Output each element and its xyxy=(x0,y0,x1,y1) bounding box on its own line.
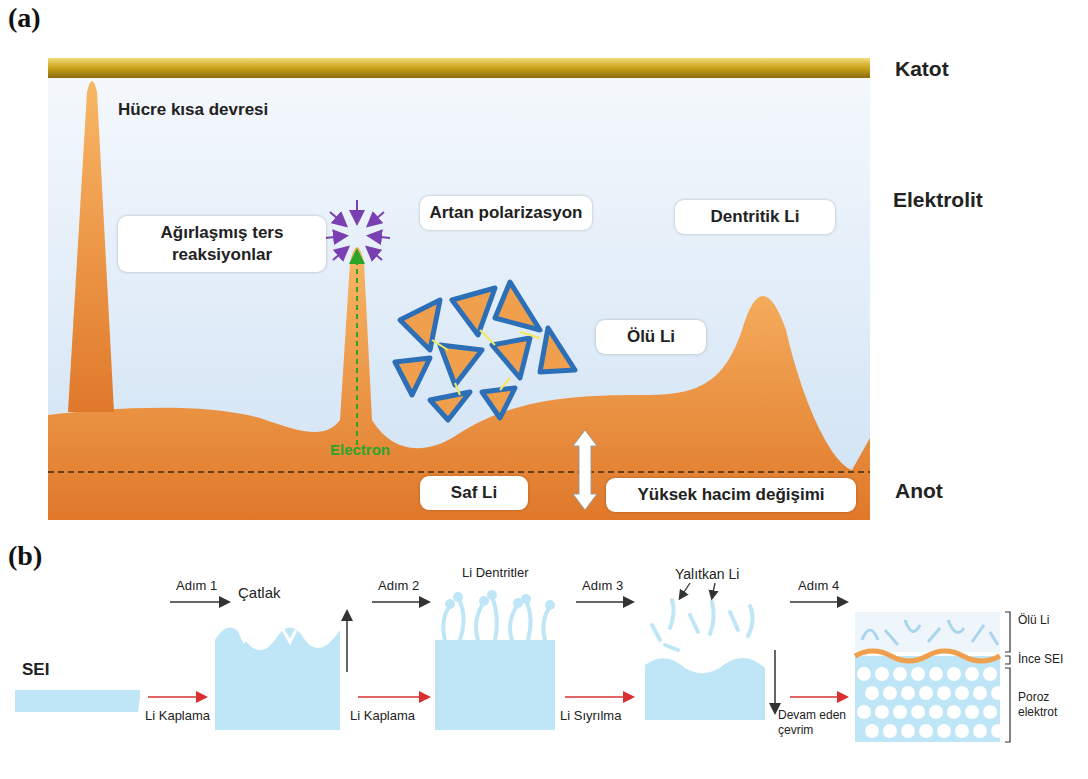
label: Hücre kısa devresi xyxy=(118,100,268,120)
label: Li Kaplama xyxy=(350,708,415,723)
box-text: Dentritik Li xyxy=(711,207,800,226)
box-text: Ağırlaşmış ters reaksiyonlar xyxy=(161,223,284,264)
label: Anot xyxy=(895,479,943,503)
dead-li-links xyxy=(432,330,540,395)
label: Adım 4 xyxy=(798,578,839,593)
step-arrows xyxy=(148,602,846,712)
electrolyte xyxy=(48,58,870,520)
label: (b) xyxy=(8,540,42,572)
volume-arrow xyxy=(573,430,597,510)
label: Elektrolit xyxy=(893,188,983,212)
label: Poroz elektrot xyxy=(1018,690,1080,720)
label-box: Ağırlaşmış ters reaksiyonlar xyxy=(118,216,326,272)
label: Li Kaplama xyxy=(145,708,210,723)
box-text: Ölü Li xyxy=(627,327,675,346)
label-box: Saf Li xyxy=(420,476,528,510)
label: Yalıtkan Li xyxy=(675,566,739,582)
lithium-anode xyxy=(48,247,870,520)
cathode-bar xyxy=(48,58,870,78)
label: Devam eden çevrim xyxy=(778,708,850,738)
label: Li Dentritler xyxy=(462,565,528,580)
label: Katot xyxy=(895,57,949,81)
label: Li Sıyrılma xyxy=(560,708,621,723)
crack-stage xyxy=(215,628,340,731)
cycled-stage xyxy=(855,612,1010,742)
purple-arrows xyxy=(325,200,390,260)
dead-li-particles xyxy=(395,282,575,420)
label: İnce SEI xyxy=(1018,652,1063,666)
box-text: Yüksek hacim değişimi xyxy=(637,485,824,504)
label-box: Artan polarizasyon xyxy=(420,196,592,230)
label-box: Yüksek hacim değişimi xyxy=(606,478,856,512)
label-box: Dentritik Li xyxy=(675,200,835,234)
stripping-stage xyxy=(645,583,765,720)
short-circuit-dendrite xyxy=(68,81,114,412)
box-text: Artan polarizasyon xyxy=(429,203,582,222)
sei-stage xyxy=(15,690,140,712)
label-box: Ölü Li xyxy=(596,320,706,354)
dendrite-stage xyxy=(435,590,555,730)
dashed-line xyxy=(48,471,870,473)
label: Adım 3 xyxy=(582,578,623,593)
label: Adım 1 xyxy=(176,578,217,593)
label: Ölü Li xyxy=(1018,613,1049,627)
label: (a) xyxy=(8,2,41,34)
box-text: Saf Li xyxy=(451,483,497,502)
label: SEI xyxy=(22,660,49,680)
label: Çatlak xyxy=(238,584,281,601)
label: Adım 2 xyxy=(378,578,419,593)
electron-arrow xyxy=(356,252,358,445)
label: Electron xyxy=(330,441,390,458)
